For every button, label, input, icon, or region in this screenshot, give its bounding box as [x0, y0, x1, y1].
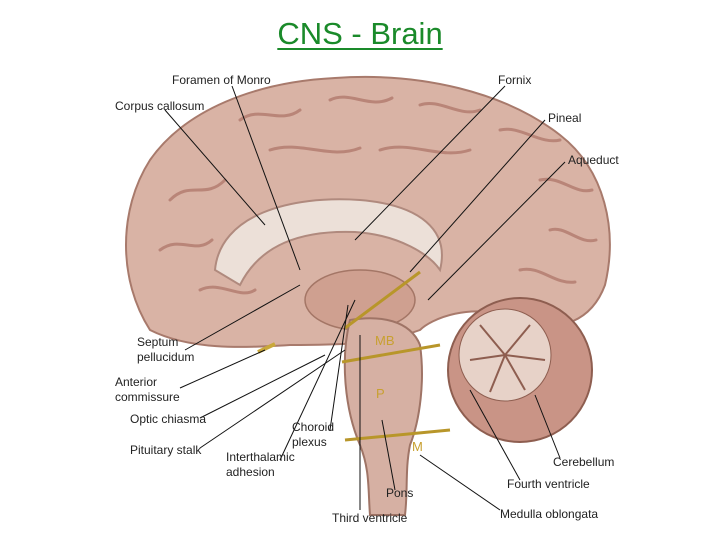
label-choroid-line1: Choroid	[292, 420, 334, 434]
zone-mb-label: MB	[375, 333, 395, 348]
label-fornix: Fornix	[498, 73, 531, 87]
page-title: CNS - Brain	[277, 16, 443, 51]
zone-m-label: M	[412, 439, 423, 454]
label-anterior-line2: commissure	[115, 390, 180, 404]
label-interthalamic-line1: Interthalamic	[226, 450, 295, 464]
gyri	[158, 95, 598, 295]
label-optic-chiasma: Optic chiasma	[130, 412, 206, 426]
label-pituitary-stalk: Pituitary stalk	[130, 443, 202, 457]
zone-lines	[341, 270, 451, 442]
label-medulla-oblongata: Medulla oblongata	[500, 507, 598, 521]
cerebellum-shape	[447, 297, 593, 443]
label-foramen-of-monro: Foramen of Monro	[172, 73, 271, 87]
pointer-lines	[164, 85, 566, 511]
zone-p-label: P	[376, 386, 385, 401]
anterior-commissure-mark	[257, 342, 276, 354]
label-corpus-callosum: Corpus callosum	[115, 99, 204, 113]
brainstem	[343, 317, 423, 516]
label-aqueduct: Aqueduct	[568, 153, 619, 167]
label-fourth-ventricle: Fourth ventricle	[507, 477, 590, 491]
label-anterior-line1: Anterior	[115, 375, 157, 389]
label-septum-line2: pellucidum	[137, 350, 194, 364]
label-pons: Pons	[386, 486, 413, 500]
label-septum-line1: Septum	[137, 335, 178, 349]
label-cerebellum: Cerebellum	[553, 455, 614, 469]
label-pineal: Pineal	[548, 111, 581, 125]
label-interthalamic-line2: adhesion	[226, 465, 275, 479]
corpus-callosum-shape	[213, 198, 443, 287]
label-choroid-line2: plexus	[292, 435, 327, 449]
label-third-ventricle: Third ventricle	[332, 511, 408, 525]
